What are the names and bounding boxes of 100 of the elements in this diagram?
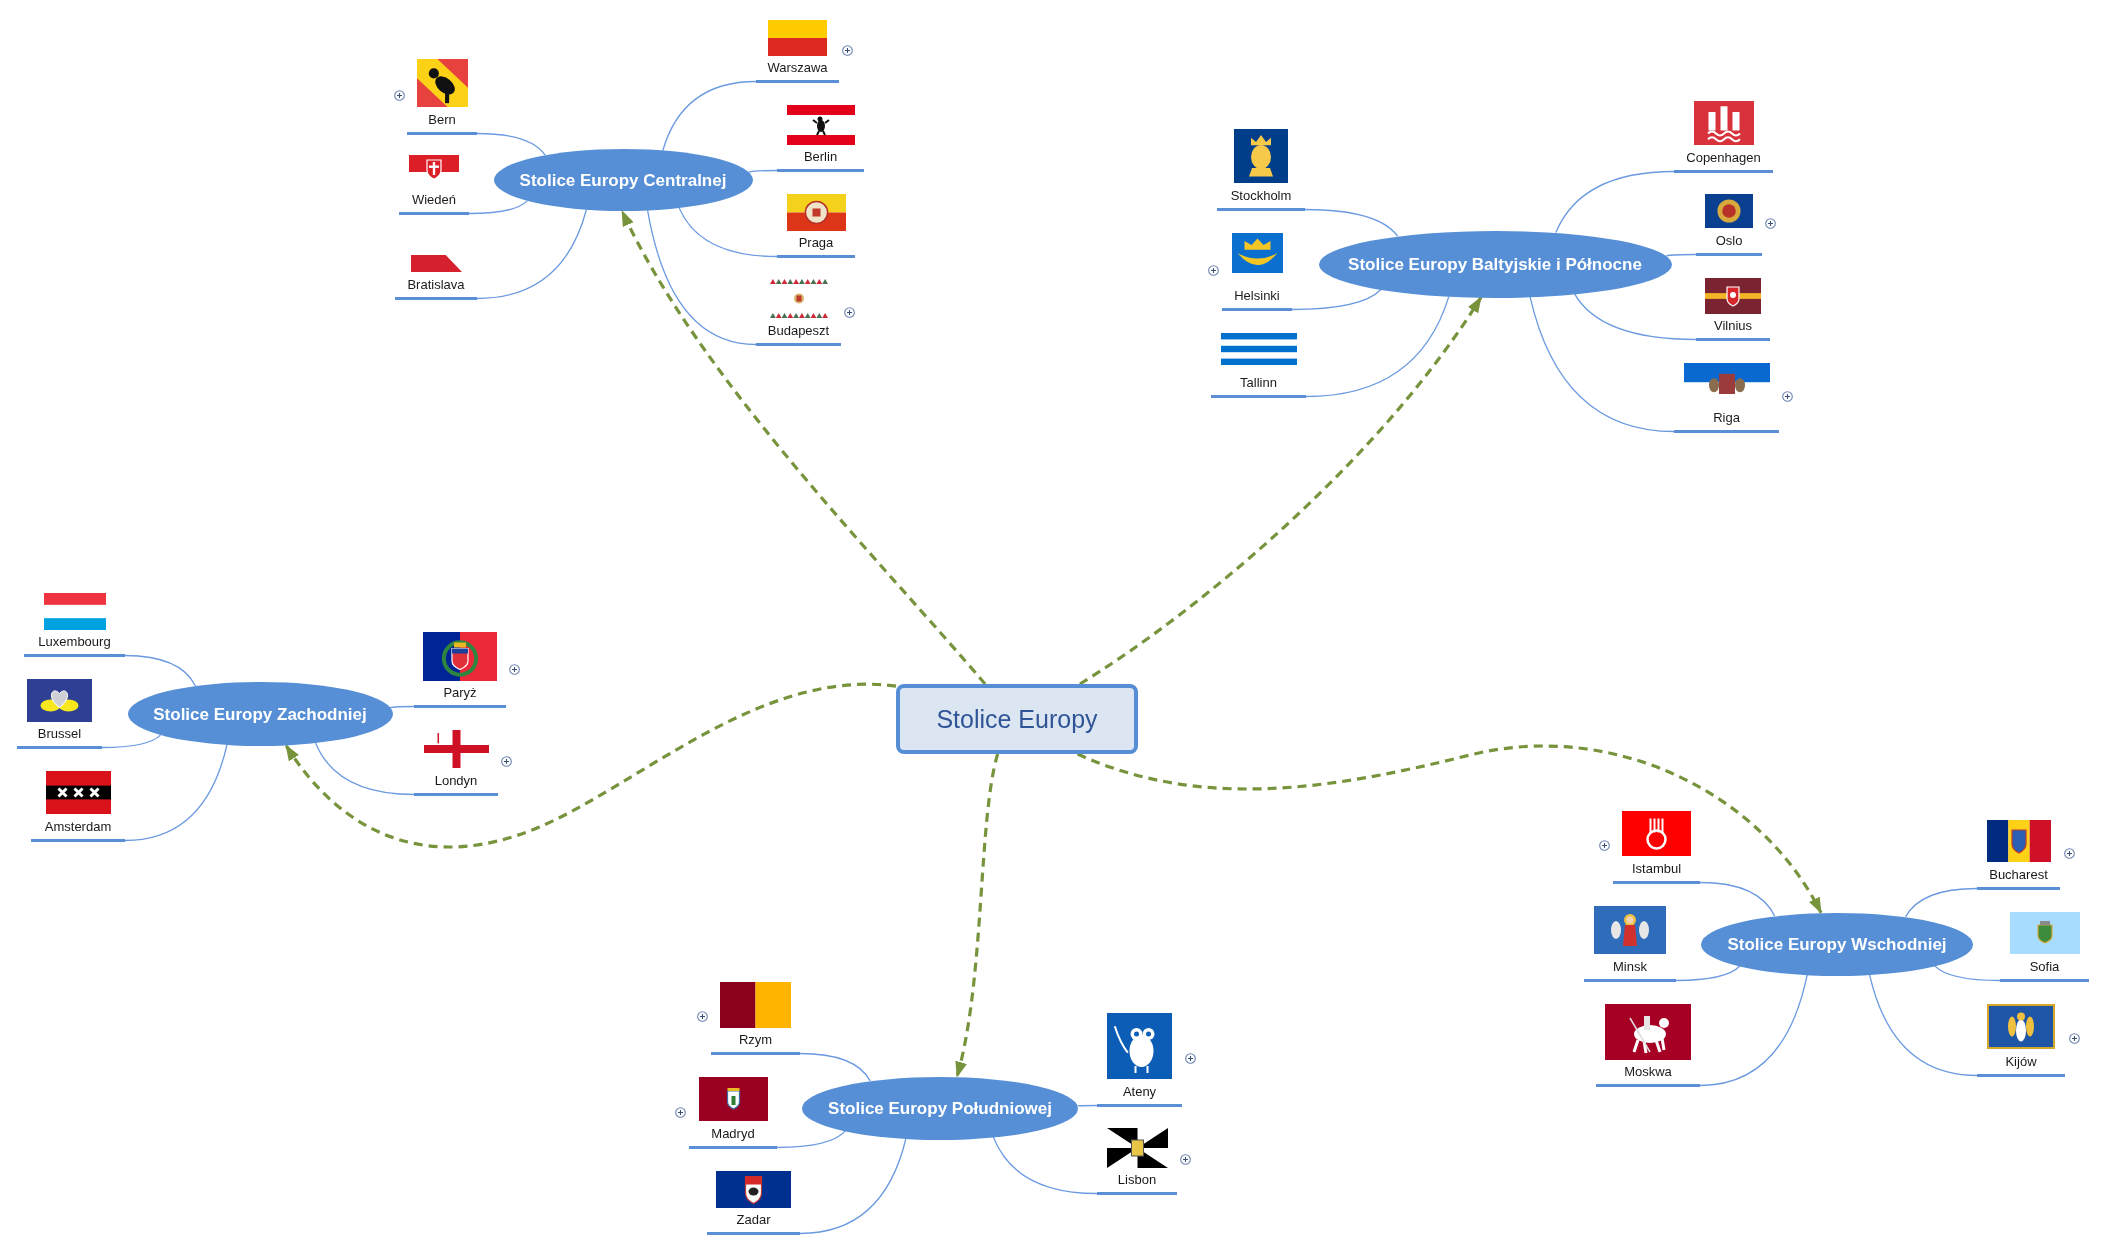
central-topic: Stolice Europy [896, 684, 1138, 754]
city-label: Warszawa [767, 60, 828, 76]
subtopic [399, 155, 469, 215]
city-label: Riga [1713, 410, 1740, 426]
city-label: Bratislava [407, 277, 465, 293]
dashed-arrow [954, 753, 1000, 1078]
city-label: Paryż [443, 685, 477, 701]
city-label: Tallinn [1240, 375, 1277, 391]
main-topic: Stolice Europy Baltyjskie i Północne [1318, 230, 1672, 298]
connector-line [1529, 296, 1675, 433]
subtopic [1613, 811, 1700, 884]
subtopic [1097, 1013, 1182, 1107]
connector-line [776, 1130, 847, 1149]
city-label: Minsk [1613, 959, 1647, 975]
subtopic [395, 255, 477, 300]
city-label: Amsterdam [44, 819, 112, 835]
subtopic [1222, 233, 1292, 311]
main-topic: Stolice Europy Zachodniej [127, 682, 393, 746]
subtopic [1674, 363, 1779, 433]
connector-line [389, 705, 415, 709]
connector-line [747, 169, 778, 173]
connector-line [1675, 965, 1741, 982]
city-label: Zadar [736, 1212, 771, 1228]
subtopic [2000, 912, 2089, 982]
main-topic: Stolice Europy Centralnej [493, 149, 753, 211]
subtopic [17, 679, 102, 749]
subtopic [1097, 1128, 1177, 1195]
connector-line [1904, 887, 1978, 918]
subtopic [756, 20, 839, 83]
subtopic [31, 771, 125, 842]
connector-line [799, 1137, 907, 1235]
connector-line [1304, 208, 1399, 237]
city-label: Copenhagen [1686, 150, 1761, 166]
connector-line [1699, 974, 1808, 1087]
connector-line [314, 742, 415, 796]
subtopic [1696, 278, 1770, 341]
connector-line [678, 207, 778, 258]
subtopic [24, 593, 125, 657]
main-topic: Stolice Europy Południowej [802, 1076, 1078, 1140]
subtopic [414, 730, 498, 796]
dashed-arrow [620, 210, 987, 686]
city-label: Madryd [711, 1126, 755, 1142]
connector-line [662, 80, 757, 152]
connector-line [992, 1136, 1098, 1195]
connector-line [1868, 973, 1978, 1077]
connector-line [1665, 253, 1697, 257]
city-label: Ateny [1122, 1084, 1157, 1100]
subtopic [1596, 1004, 1700, 1087]
subtopic [707, 1171, 800, 1235]
city-label: Sofia [2029, 959, 2060, 975]
main-topic: Stolice Europy Wschodniej [1701, 912, 1973, 976]
connector-line [124, 744, 228, 842]
connector-line [1555, 170, 1675, 234]
city-label: Helsinki [1234, 288, 1280, 304]
city-label: Lisbon [1117, 1172, 1157, 1188]
city-label: Stockholm [1230, 188, 1292, 204]
connector-line [1699, 881, 1776, 917]
subtopic [407, 59, 477, 135]
connector-line [1291, 288, 1382, 311]
subtopic [777, 194, 855, 258]
subtopic [414, 632, 506, 708]
city-label: Kijów [2005, 1054, 2037, 1070]
city-label: Wiedeń [411, 192, 457, 208]
subtopic [1211, 333, 1306, 398]
subtopic [756, 279, 841, 346]
connector-line [1077, 1104, 1098, 1107]
connector-line [476, 132, 546, 156]
subtopic [711, 982, 800, 1055]
city-label: Istambul [1631, 861, 1682, 877]
city-label: Berlin [803, 149, 838, 165]
city-label: Luxembourg [38, 634, 111, 650]
subtopic [1584, 906, 1676, 982]
connector-line [1305, 295, 1450, 398]
city-label: Londyn [434, 773, 478, 789]
subtopic [1977, 1004, 2065, 1077]
city-label: Bern [428, 112, 456, 128]
city-label: Vilnius [1713, 318, 1753, 334]
city-label: Oslo [1715, 233, 1743, 249]
subtopic [1674, 101, 1773, 173]
dashed-arrow [1079, 296, 1483, 686]
subtopic [1696, 194, 1762, 256]
subtopic [1977, 820, 2060, 890]
connector-line [476, 209, 587, 300]
subtopic [689, 1077, 777, 1149]
city-label: Budapeszt [767, 323, 830, 339]
dashed-arrow [284, 682, 897, 849]
subtopic [1217, 129, 1305, 211]
dashed-arrow [1076, 744, 1823, 914]
city-label: Bucharest [1989, 867, 2048, 883]
city-label: Rzym [738, 1032, 773, 1048]
subtopic [777, 105, 864, 172]
city-label: Praga [798, 235, 834, 251]
connector-line [799, 1052, 871, 1082]
connector-line [468, 200, 528, 215]
connector-line [1934, 965, 2001, 982]
connector-line [124, 654, 197, 687]
connector-line [101, 734, 162, 749]
city-label: Brussel [37, 726, 82, 742]
city-label: Moskwa [1624, 1064, 1672, 1080]
connector-line [646, 209, 757, 346]
